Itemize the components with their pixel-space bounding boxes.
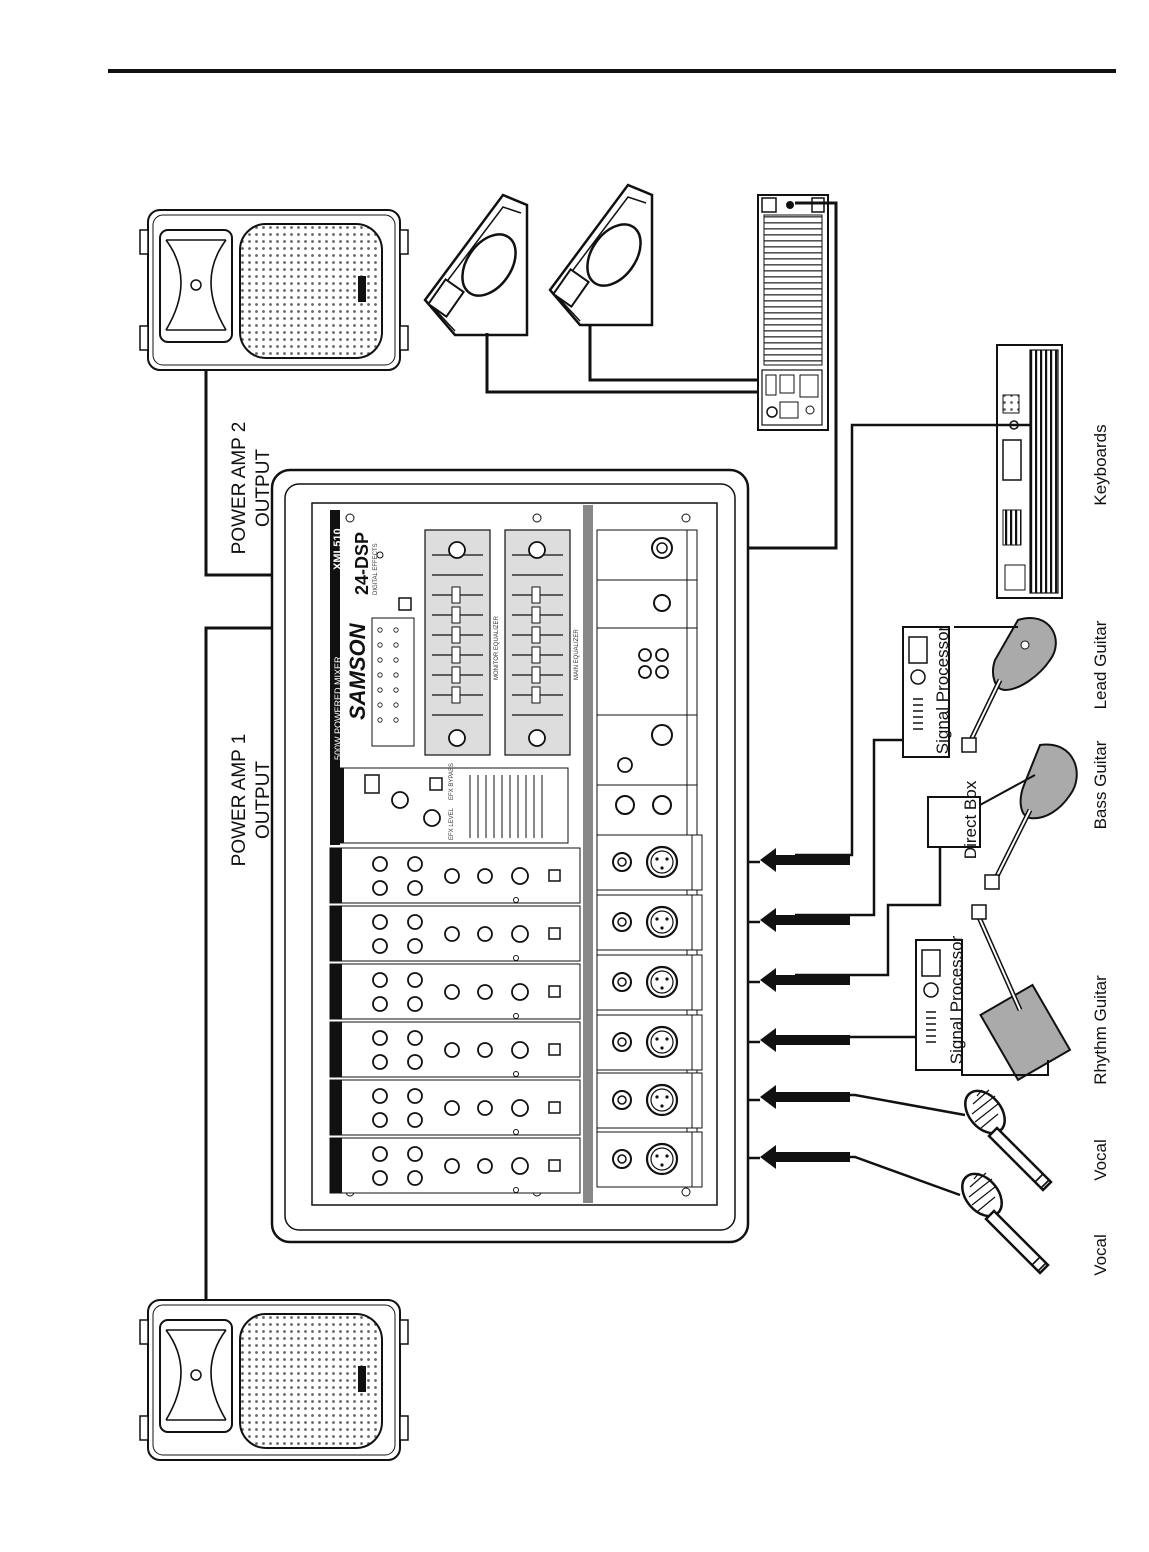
arrow-icon <box>760 1028 850 1052</box>
direct-box-icon <box>927 796 981 848</box>
input-block <box>595 833 704 892</box>
eq-label-monitor: MONITOR EQUALIZER <box>494 615 500 680</box>
arrow-icon <box>760 848 850 872</box>
channel-strip <box>329 1137 581 1194</box>
keyboards-label: Keyboards <box>1091 424 1110 505</box>
direct-box-label: Direct Box <box>961 780 980 859</box>
mixer-subtitle: 500W POWERED MIXER <box>333 656 343 760</box>
floor-monitor-icon <box>423 193 529 337</box>
electric-guitar-icon <box>971 904 1072 1082</box>
power-amp-1-label: POWER AMP 1 OUTPUT <box>229 734 274 867</box>
monitor-out-cable <box>688 201 838 550</box>
rhythm-guitar-label: Rhythm Guitar <box>1091 975 1110 1085</box>
channel-strip <box>329 905 581 962</box>
mixer-model: XML510 <box>332 528 344 570</box>
rack-amplifier-icon <box>757 194 829 431</box>
svg-text:POWER AMP 1: POWER AMP 1 <box>229 734 250 867</box>
channel-strip <box>329 1079 581 1136</box>
electric-guitar-icon <box>961 617 1057 753</box>
bass-guitar-label: Bass Guitar <box>1091 740 1110 829</box>
input-block <box>595 1013 704 1072</box>
vocal-label-2: Vocal <box>1091 1234 1110 1276</box>
channel-strip <box>329 1021 581 1078</box>
mixer-dsp: 24-DSP <box>352 532 372 595</box>
main-speaker-icon <box>139 209 409 371</box>
header-rule <box>108 69 1116 73</box>
efx-level-label: EFX LEVEL <box>449 807 455 840</box>
mixer: SAMSON 500W POWERED MIXER XML510 24-DSP … <box>270 468 750 1244</box>
input-block <box>595 893 704 952</box>
input-block <box>595 1071 704 1130</box>
power-amp-1-cable <box>204 626 272 1300</box>
arrow-icon <box>760 1145 850 1169</box>
main-speaker-icon <box>139 1299 409 1461</box>
keyboard-icon <box>996 344 1063 599</box>
efx-bypass-label: EFX BYPASS <box>449 763 455 800</box>
power-amp-2-label: POWER AMP 2 OUTPUT <box>229 422 274 555</box>
arrow-icon <box>760 968 850 992</box>
svg-text:POWER AMP 2: POWER AMP 2 <box>229 422 250 555</box>
channel-strip <box>329 847 581 904</box>
channel-strip <box>329 963 581 1020</box>
floor-monitor-icon <box>548 183 654 327</box>
mixer-dsp-sub: DIGITAL EFFECTS <box>373 543 379 595</box>
svg-text:OUTPUT: OUTPUT <box>253 449 274 528</box>
input-block <box>595 1130 704 1189</box>
bass-guitar-icon <box>984 743 1078 890</box>
arrow-icon <box>760 908 850 932</box>
eq-label-main: MAIN EQUALIZER <box>574 629 580 680</box>
power-amp-2-cable <box>204 370 272 577</box>
signal-processor-label-1: Signal Processor <box>933 625 952 754</box>
lead-guitar-label: Lead Guitar <box>1091 620 1110 709</box>
vocal-label-1: Vocal <box>1091 1139 1110 1181</box>
arrow-icon <box>760 1085 850 1109</box>
mixer-brand: SAMSON <box>345 622 370 720</box>
signal-processor-label-2: Signal Processor <box>947 935 966 1064</box>
svg-text:OUTPUT: OUTPUT <box>253 761 274 840</box>
input-block <box>595 953 704 1012</box>
